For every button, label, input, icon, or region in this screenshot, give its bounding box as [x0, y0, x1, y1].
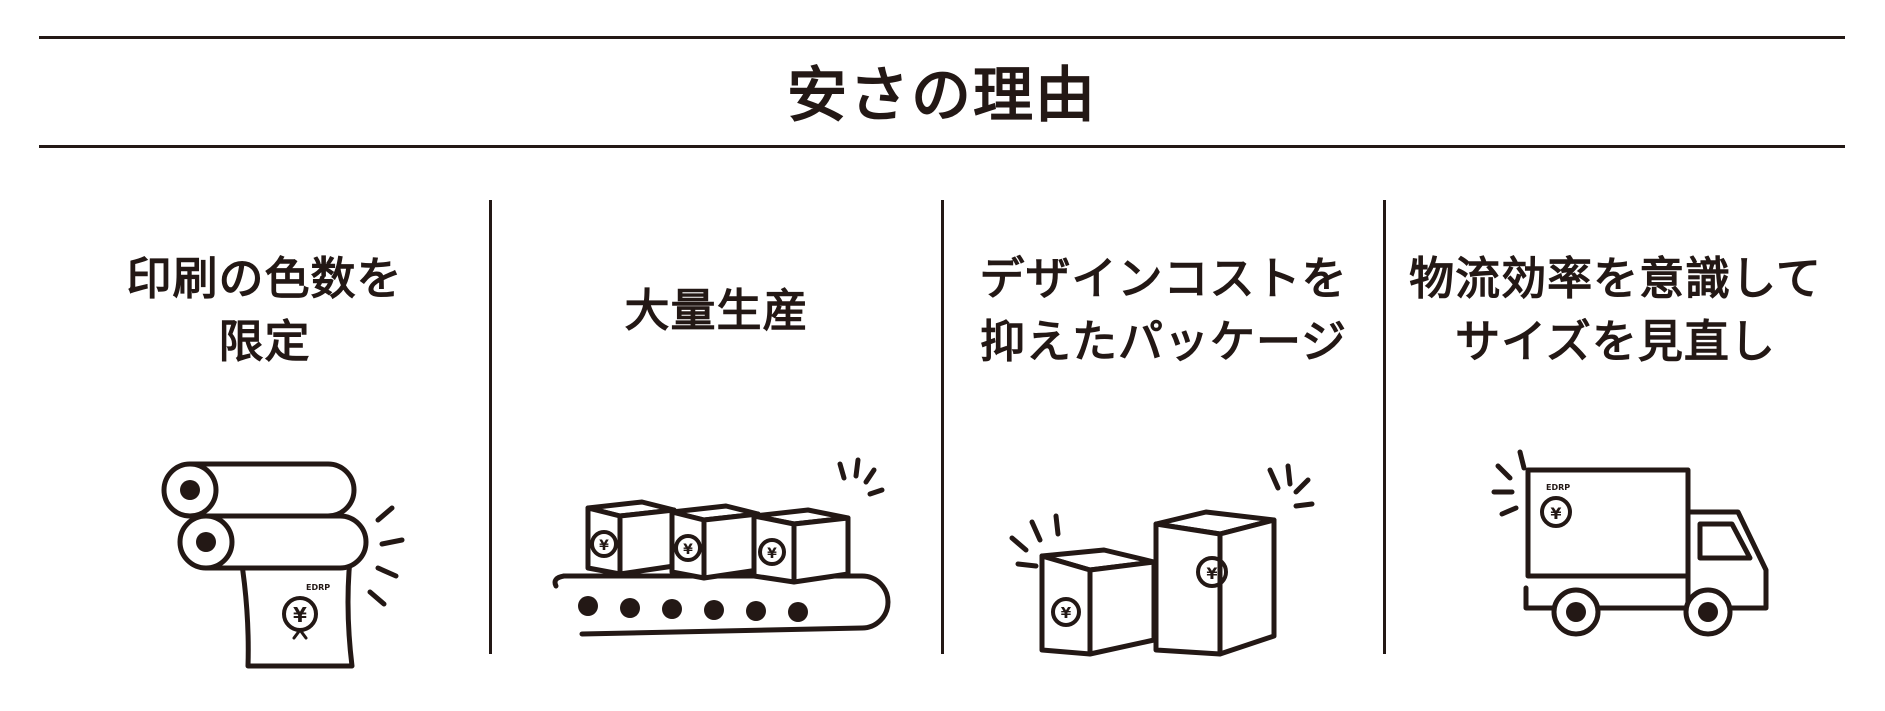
- package-boxes-icon: ¥ ¥: [944, 440, 1383, 670]
- panel-title: 物流効率を意識して サイズを見直し: [1386, 240, 1845, 380]
- bottom-rule: [39, 145, 1845, 148]
- panel-title-line: デザインコストを: [979, 252, 1348, 305]
- conveyor-belt-icon: ¥ ¥ ¥: [492, 440, 941, 670]
- printing-rollers-icon: ¥ EDRP: [40, 440, 489, 670]
- svg-text:¥: ¥: [599, 538, 609, 554]
- panel-title-line: 大量生産: [624, 283, 809, 337]
- svg-text:¥: ¥: [1061, 604, 1072, 622]
- reason-panel-package-cost: デザインコストを 抑えたパッケージ ¥ ¥: [944, 240, 1383, 680]
- panel-title-line: 印刷の色数を: [126, 252, 403, 305]
- svg-text:¥: ¥: [683, 542, 693, 558]
- top-rule: [39, 36, 1845, 39]
- svg-text:¥: ¥: [767, 546, 777, 562]
- panel-title: 大量生産: [492, 240, 941, 380]
- panel-title-line: 抑えたパッケージ: [979, 315, 1348, 368]
- panel-title: 印刷の色数を 限定: [40, 240, 489, 380]
- reason-panel-logistics-size: 物流効率を意識して サイズを見直し ¥ EDRP: [1386, 240, 1845, 680]
- svg-text:EDRP: EDRP: [306, 583, 330, 592]
- column-divider: [1383, 200, 1386, 654]
- panel-title-line: サイズを見直し: [1455, 315, 1776, 368]
- column-divider: [941, 200, 944, 654]
- reason-panel-mass-production: 大量生産 ¥ ¥: [492, 240, 941, 680]
- svg-text:EDRP: EDRP: [1546, 483, 1570, 492]
- column-divider: [489, 200, 492, 654]
- panel-title-line: 物流効率を意識して: [1409, 252, 1822, 305]
- reason-panel-print-colors: 印刷の色数を 限定 ¥ EDRP: [40, 240, 489, 680]
- svg-text:¥: ¥: [293, 603, 307, 627]
- page-title: 安さの理由: [787, 61, 1097, 131]
- svg-text:¥: ¥: [1550, 504, 1561, 523]
- brand-yen-badge-icon: ¥ EDRP: [282, 583, 330, 640]
- panel-title-line: 限定: [218, 315, 311, 368]
- svg-text:¥: ¥: [1206, 564, 1217, 583]
- panel-title: デザインコストを 抑えたパッケージ: [944, 240, 1383, 380]
- delivery-truck-icon: ¥ EDRP: [1386, 440, 1845, 670]
